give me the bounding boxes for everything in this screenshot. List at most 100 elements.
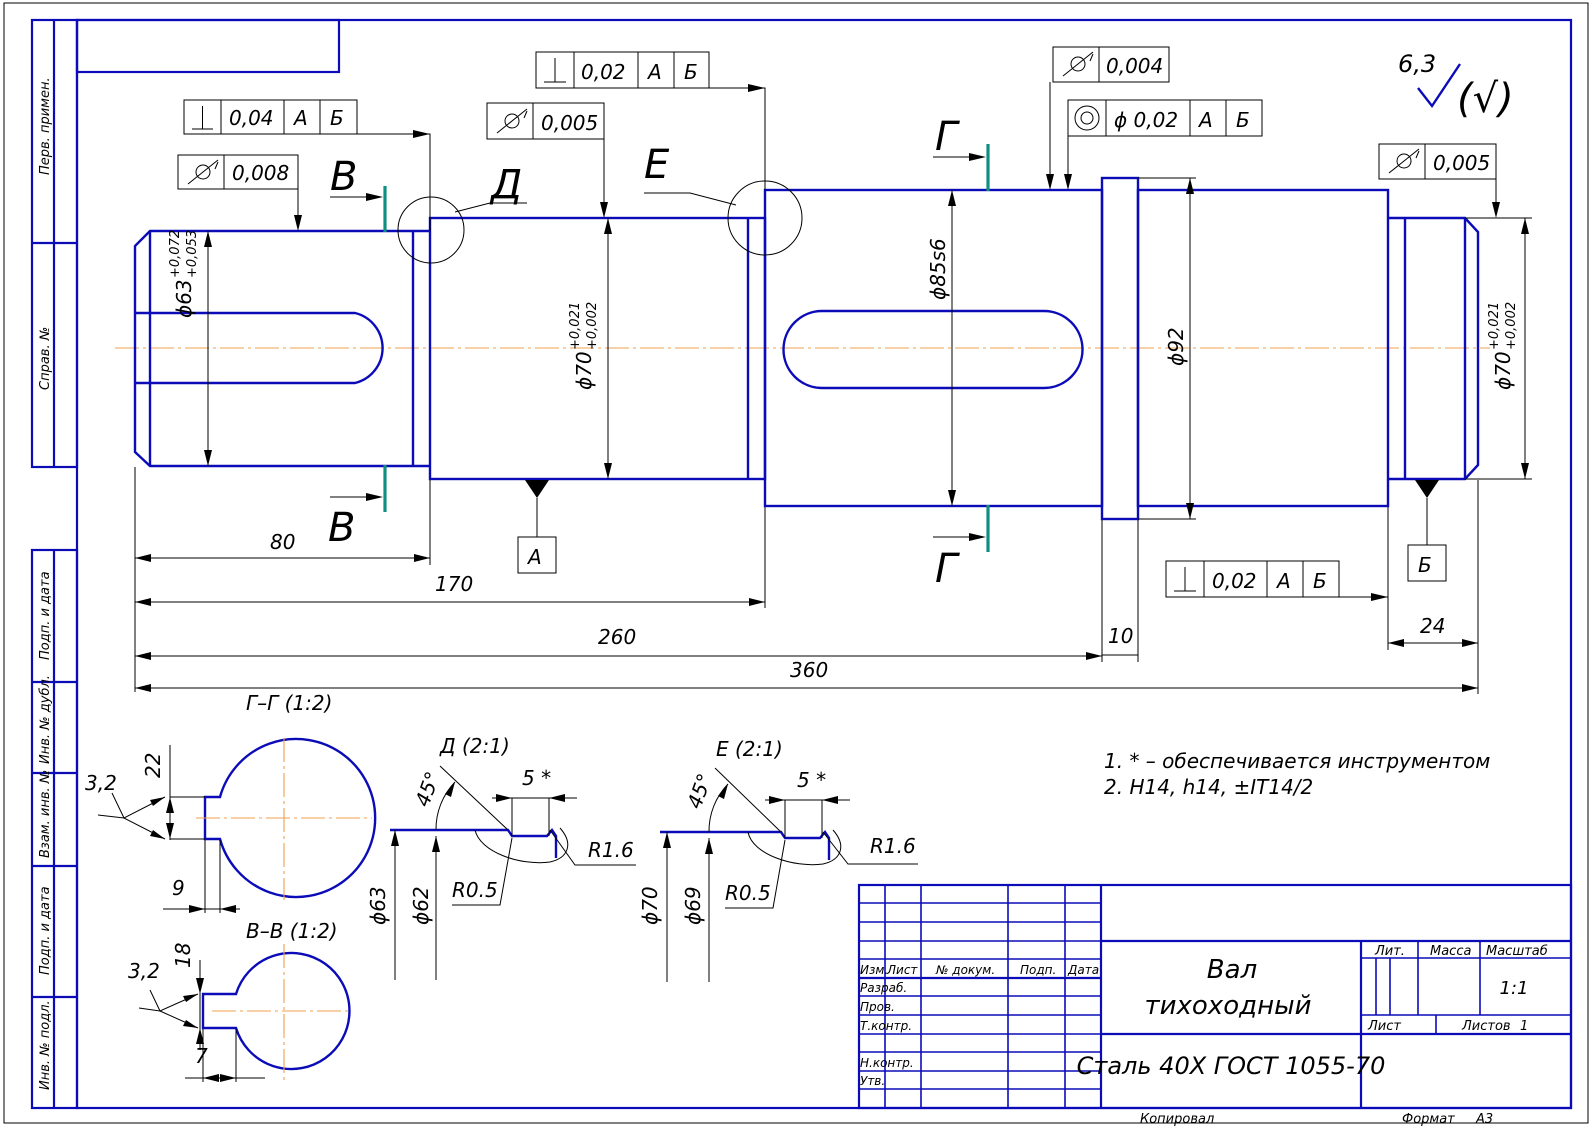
svg-text:Разраб.: Разраб. (860, 981, 907, 995)
part-name-line2: тихоходный (1144, 991, 1311, 1021)
svg-text:360: 360 (790, 658, 828, 682)
diameter-dimensions: ϕ63 +0,072 +0,053 ϕ70 +0,021 +0,002 ϕ85s… (168, 177, 1532, 520)
detail-d-circle (397, 196, 465, 264)
stamp-podp-data-2: Подп. и дата (38, 886, 53, 975)
section-v-v: В–В (1:2) 18 3,2 7 (128, 919, 352, 1082)
svg-text:Б: Б (684, 60, 698, 84)
note-1: 1. * – обеспечивается инструментом (1104, 749, 1490, 773)
svg-text:0,02: 0,02 (581, 60, 626, 84)
cut-mark-v-top: В (330, 154, 357, 200)
svg-text:45°: 45° (682, 770, 717, 812)
svg-text:7: 7 (195, 1044, 208, 1068)
svg-text:Б: Б (1236, 108, 1250, 132)
tolerance-frame-runout-left: 0,008 (177, 154, 302, 231)
svg-text:3,2: 3,2 (85, 771, 117, 795)
detail-e-mark: Е (644, 142, 670, 188)
svg-text:Б: Б (1313, 569, 1327, 593)
stamp-perv-primen: Перв. примен. (38, 77, 53, 175)
svg-text:А: А (1197, 108, 1213, 132)
stamp-podp-data: Подп. и дата (38, 571, 53, 660)
svg-text:Н.контр.: Н.контр. (860, 1056, 914, 1070)
svg-text:+0,002: +0,002 (1504, 302, 1519, 350)
svg-text:22: 22 (141, 753, 165, 778)
technical-notes: 1. * – обеспечивается инструментом 2. H1… (1104, 749, 1490, 799)
tolerance-frame-concentric: ϕ 0,02 А Б (1064, 99, 1263, 190)
svg-text:Т.контр.: Т.контр. (860, 1019, 912, 1033)
svg-text:Дата: Дата (1067, 963, 1099, 977)
svg-text:Пров.: Пров. (860, 1000, 895, 1014)
tolerance-frame-runout-right: 0,004 (1046, 46, 1170, 190)
svg-text:0,008: 0,008 (232, 161, 289, 185)
detail-leaders: Д Е (454, 142, 737, 213)
svg-text:170: 170 (435, 572, 473, 596)
svg-text:Утв.: Утв. (860, 1074, 885, 1088)
svg-text:R1.6: R1.6 (588, 838, 634, 862)
svg-text:260: 260 (598, 625, 636, 649)
svg-text:Изм.: Изм. (860, 963, 888, 977)
svg-text:9: 9 (172, 876, 185, 900)
part-name-line1: Вал (1207, 955, 1257, 985)
stamp-sprav-no: Справ. № (38, 327, 53, 390)
detail-d-mark: Д (489, 162, 522, 208)
svg-text:3,2: 3,2 (128, 959, 160, 983)
datum-b: Б (1407, 480, 1447, 582)
svg-text:0,005: 0,005 (1433, 151, 1490, 175)
svg-text:5 *: 5 * (797, 768, 826, 792)
detail-d-view: Д (2:1) 45° 5 * R1.6 R0.5 ϕ63 ϕ62 (366, 734, 636, 980)
svg-text:0,004: 0,004 (1106, 54, 1163, 78)
svg-text:Формат: Формат (1402, 1112, 1455, 1127)
svg-text:18: 18 (171, 943, 195, 968)
svg-text:А: А (526, 545, 542, 569)
roughness-value: 6,3 (1398, 50, 1436, 78)
sheet-footer: Копировал Формат А3 (1140, 1112, 1493, 1127)
drawing-frame (3, 2, 1589, 1124)
svg-text:Б: Б (1418, 553, 1432, 577)
svg-text:Е (2:1): Е (2:1) (716, 737, 783, 761)
svg-text:Листов: Листов (1461, 1019, 1511, 1034)
roughness-mark: 6,3 (√) (1398, 50, 1514, 122)
svg-text:ϕ70: ϕ70 (572, 351, 596, 390)
svg-text:ϕ70: ϕ70 (638, 886, 662, 925)
svg-text:ϕ92: ϕ92 (1164, 327, 1188, 366)
svg-text:+0,021: +0,021 (1487, 302, 1502, 350)
svg-text:ϕ70: ϕ70 (1491, 351, 1515, 390)
tolerance-frame-runout-end: 0,005 (1378, 143, 1500, 218)
svg-text:R0.5: R0.5 (452, 878, 498, 902)
side-stamp-labels: Перв. примен. Справ. № Подп. и дата Инв.… (38, 77, 53, 1090)
svg-text:R0.5: R0.5 (725, 881, 771, 905)
detail-e-view: Е (2:1) 45° 5 * R1.6 R0.5 ϕ70 ϕ69 (638, 737, 918, 982)
cut-mark-v-bottom: В (328, 505, 355, 551)
note-2: 2. H14, h14, ±IT14/2 (1104, 775, 1313, 799)
section-g-g: Г–Г (1:2) 22 3,2 9 (85, 691, 377, 913)
roughness-rest: (√) (1457, 76, 1514, 122)
svg-text:А: А (1275, 569, 1291, 593)
stamp-inv-dubl: Инв. № дубл. (38, 675, 53, 764)
svg-text:Лист: Лист (1367, 1019, 1401, 1034)
svg-text:0,005: 0,005 (541, 111, 598, 135)
shaft-main-view (115, 176, 1490, 521)
svg-text:Масса: Масса (1430, 944, 1471, 959)
svg-text:Б: Б (330, 106, 344, 130)
length-dimensions: 80 170 260 360 10 24 (134, 467, 1479, 694)
svg-text:Лист: Лист (886, 963, 918, 977)
svg-text:ϕ69: ϕ69 (681, 886, 705, 925)
scale-value: 1:1 (1500, 978, 1529, 999)
svg-text:А3: А3 (1475, 1112, 1493, 1127)
svg-text:Масштаб: Масштаб (1486, 944, 1548, 959)
svg-text:ϕ62: ϕ62 (409, 886, 433, 925)
svg-text:+0,072: +0,072 (168, 230, 183, 278)
svg-text:В–В (1:2): В–В (1:2) (246, 919, 338, 943)
tolerance-frame-perp-collar: 0,02 А Б (1165, 560, 1388, 601)
tolerance-frame-runout-mid: 0,005 (486, 102, 608, 218)
svg-text:А: А (646, 60, 662, 84)
svg-text:+0,021: +0,021 (568, 302, 583, 350)
tolerance-frame-perp-mid: 0,02 А Б (535, 51, 766, 190)
cut-mark-g-bottom: Г (935, 546, 960, 592)
svg-text:+0,053: +0,053 (185, 230, 200, 278)
datum-a: А (517, 480, 557, 574)
svg-text:5 *: 5 * (522, 766, 551, 790)
svg-text:ϕ 0,02: ϕ 0,02 (1114, 108, 1178, 132)
svg-text:0,04: 0,04 (229, 106, 274, 130)
